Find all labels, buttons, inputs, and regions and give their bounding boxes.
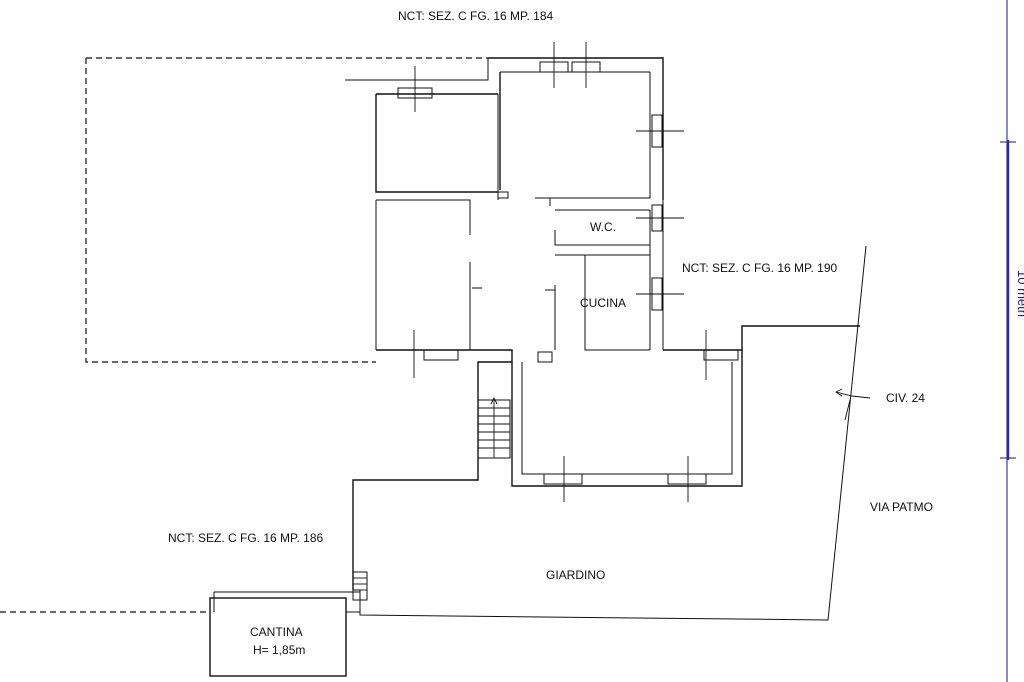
parcel-label-top: NCT: SEZ. C FG. 16 MP. 184 <box>398 9 553 23</box>
scale-bar: 10 metri <box>1000 0 1024 682</box>
cellar-label: CANTINA <box>250 625 303 639</box>
staircase <box>477 396 511 459</box>
civic-number-label: CIV. 24 <box>886 391 925 405</box>
garden-label: GIARDINO <box>546 568 605 582</box>
cellar-stair <box>352 571 368 601</box>
cellar-height-label: H= 1,85m <box>253 643 305 657</box>
kitchen-label: CUCINA <box>580 296 626 310</box>
scale-label: 10 metri <box>1015 270 1024 317</box>
exterior-walls <box>352 57 860 590</box>
parcel-label-left: NCT: SEZ. C FG. 16 MP. 186 <box>168 531 323 545</box>
parcel-label-right: NCT: SEZ. C FG. 16 MP. 190 <box>682 261 837 275</box>
windows <box>397 42 739 502</box>
wc-label: W.C. <box>590 220 616 234</box>
street-label: VIA PATMO <box>870 500 933 514</box>
cellar <box>0 591 360 677</box>
dashed-boundary <box>85 57 489 363</box>
